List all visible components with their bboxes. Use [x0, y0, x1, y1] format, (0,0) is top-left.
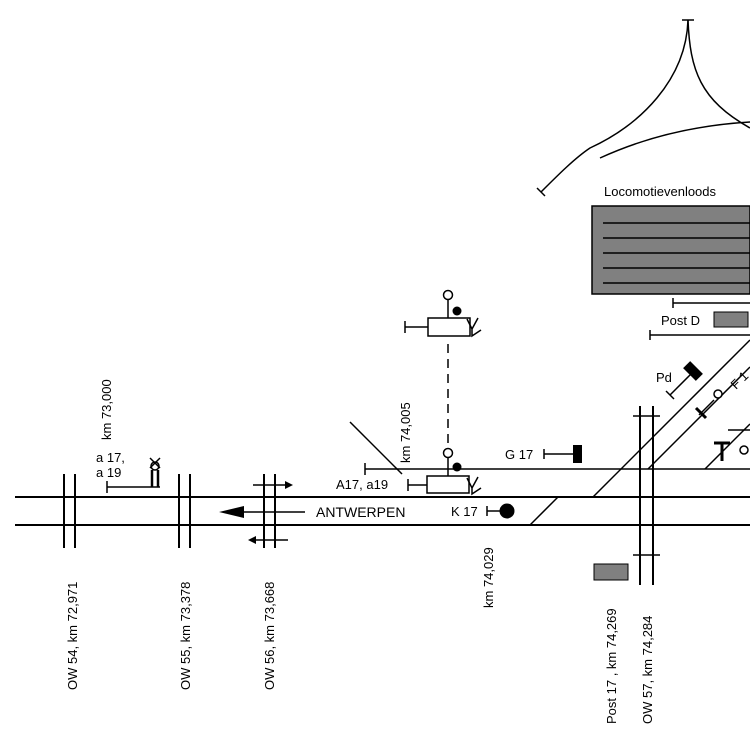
upper-signal-lamp-white	[442, 289, 454, 301]
a17-small-label: a 17,	[96, 450, 125, 465]
a17-signal-lamp-white	[442, 447, 454, 459]
k17-signal-disc	[499, 503, 515, 519]
antwerpen-label: ANTWERPEN	[316, 504, 405, 520]
direction-arrow-head	[219, 506, 244, 518]
pd-signal-foot	[665, 390, 675, 400]
ow54-crossing	[63, 474, 76, 548]
triangle-left-curve	[540, 19, 689, 193]
g17-label: G 17	[505, 447, 533, 462]
km-74005-label: km 74,005	[398, 402, 413, 463]
post-d-label: Post D	[661, 313, 700, 328]
upper-signal-arm-icon	[466, 317, 482, 338]
triangle-left-stop	[536, 187, 546, 197]
k17-label: K 17	[451, 504, 478, 519]
crossover-diagonal	[529, 496, 559, 526]
ow55-label: OW 55, km 73,378	[178, 582, 193, 690]
ow57-label: OW 57, km 74,284	[640, 616, 655, 724]
upper-signal-head	[427, 317, 471, 337]
siding-diagonal	[349, 421, 403, 475]
a17-signal-arm-icon	[466, 476, 482, 496]
ow56-crossing	[248, 474, 293, 548]
branch-track-2	[647, 366, 750, 470]
pd-label: Pd	[656, 370, 672, 385]
ow54-label: OW 54, km 72,971	[65, 582, 80, 690]
a17-signal-head	[426, 475, 470, 494]
post-17-building	[593, 563, 629, 581]
ow55-crossing	[178, 474, 191, 548]
ow57-crossing	[633, 406, 660, 585]
post-d-building	[713, 311, 749, 328]
f-signal-base	[694, 406, 708, 420]
branch-signal-lamp	[739, 445, 749, 455]
branch-track-3	[704, 423, 750, 470]
f-signal-label: F 1	[728, 368, 750, 392]
a17-a19-label: A17, a19	[336, 477, 388, 492]
triangle-inner-curve	[599, 121, 750, 159]
post-17-label: Post 17 , km 74,269	[604, 608, 619, 724]
triangle-right-curve	[687, 19, 750, 129]
upper-signal-lamp-black	[452, 306, 462, 316]
f-signal-lamp	[713, 389, 723, 399]
locomotive-shed	[591, 205, 750, 295]
g17-signal-board	[573, 445, 582, 463]
a17-signal-lamp-black	[452, 462, 462, 472]
pd-signal-board	[683, 361, 703, 381]
a17-small-cross-icon	[149, 457, 161, 469]
branch-track-1	[592, 339, 750, 498]
ow56-label: OW 56, km 73,668	[262, 582, 277, 690]
a19-small-label: a 19	[96, 465, 121, 480]
depot-label: Locomotievenloods	[604, 184, 717, 199]
km-73000-label: km 73,000	[99, 379, 114, 440]
km-74029-label: km 74,029	[481, 547, 496, 608]
